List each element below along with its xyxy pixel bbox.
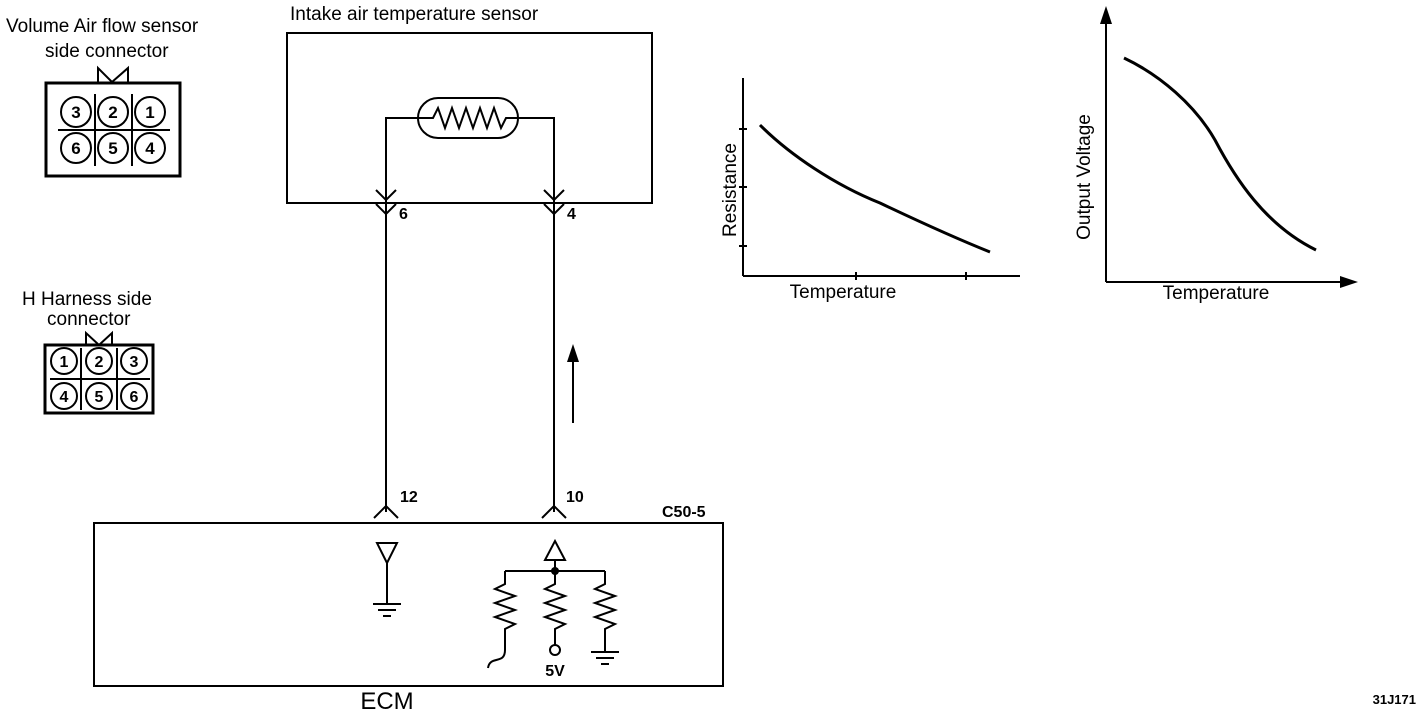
harness-connector-latch xyxy=(85,330,113,347)
ecm-connector-label: C50-5 xyxy=(662,504,706,521)
sensor-pin: 2 xyxy=(108,103,117,122)
harness-side-connector: H Harness side connector 1 2 3 4 5 6 xyxy=(22,289,155,415)
resistor-symbol xyxy=(491,571,519,650)
harness-pin: 1 xyxy=(60,354,69,371)
sensor-pin: 6 xyxy=(71,139,80,158)
sensor-wire-left xyxy=(385,117,418,198)
voltage-curve xyxy=(1123,56,1317,252)
voltage-graph: Output Voltage Temperature xyxy=(1074,6,1358,304)
harness-connector-title-line2: connector xyxy=(47,309,131,330)
harness-pin: 4 xyxy=(60,389,69,406)
sensor-pin: 3 xyxy=(71,103,80,122)
supply-terminal xyxy=(549,644,561,656)
ecm-terminal-symbol xyxy=(373,504,399,519)
sensor-pin-left-label: 6 xyxy=(399,206,408,223)
voltage-x-label: Temperature xyxy=(1163,283,1270,304)
harness-connector-title-line1: H Harness side xyxy=(22,289,152,310)
figure-code: 31J171 xyxy=(1373,692,1416,707)
harness-pin: 5 xyxy=(95,389,104,406)
sensor-pin-right-label: 4 xyxy=(567,206,576,223)
supply-label: 5V xyxy=(545,663,565,680)
sensor-connector-body xyxy=(44,81,182,178)
resistance-x-label: Temperature xyxy=(790,282,897,303)
sensor-connector-title-line2: side connector xyxy=(45,41,169,62)
voltage-y-label: Output Voltage xyxy=(1074,114,1095,240)
harness-pin: 6 xyxy=(130,389,139,406)
sensor-wire-right xyxy=(518,117,555,198)
wave-symbol xyxy=(487,649,506,669)
sensor-connector-latch xyxy=(97,65,129,84)
sensor-housing xyxy=(286,32,653,204)
ecm-unit: 12 10 C50-5 ECM 5V xyxy=(93,489,724,715)
ecm-label: ECM xyxy=(360,688,413,715)
current-flow-arrow xyxy=(567,344,579,423)
resistor-symbol xyxy=(541,571,569,645)
sensor-pin: 4 xyxy=(145,139,155,158)
harness-pin: 3 xyxy=(130,354,139,371)
input-buffer-symbol xyxy=(375,542,399,566)
ecm-pin-left-label: 12 xyxy=(400,489,418,506)
resistance-curve xyxy=(758,123,991,254)
sensor-pin: 1 xyxy=(145,103,154,122)
ecm-terminal-symbol xyxy=(541,504,567,519)
sensor-connector-title-line1: Volume Air flow sensor xyxy=(6,16,199,37)
resistor-symbol xyxy=(591,571,619,652)
input-buffer-symbol xyxy=(543,538,567,561)
sensor-title: Intake air temperature sensor xyxy=(290,4,539,25)
resistance-graph: Resistance Temperature xyxy=(720,78,1020,303)
resistance-y-label: Resistance xyxy=(720,143,741,237)
thermistor-symbol xyxy=(418,104,518,132)
intake-air-temperature-sensor: Intake air temperature sensor 6 4 xyxy=(286,4,653,223)
sensor-side-connector: Volume Air flow sensor side connector 3 … xyxy=(6,16,199,178)
ecm-pin-right-label: 10 xyxy=(566,489,584,506)
sensor-pin: 5 xyxy=(108,139,117,158)
harness-pin: 2 xyxy=(95,354,104,371)
ecm-box xyxy=(93,522,724,687)
